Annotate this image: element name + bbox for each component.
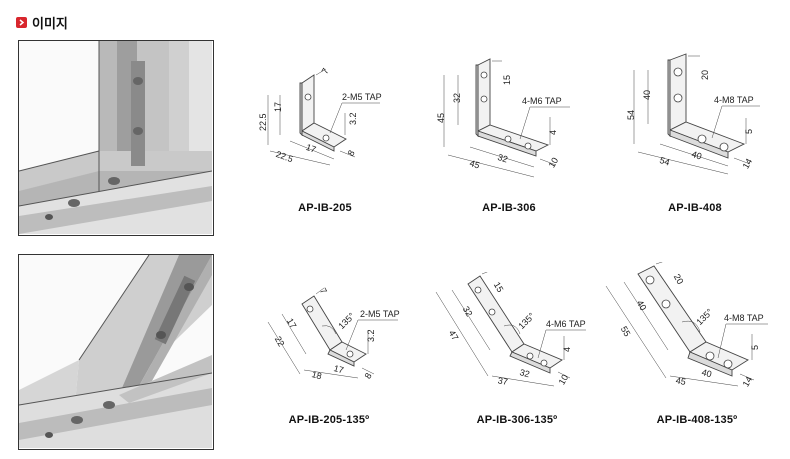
dim-tap: 4-M6 TAP xyxy=(522,96,562,106)
chevron-right-icon xyxy=(16,16,27,28)
dim-left-inner: 17 xyxy=(285,317,299,331)
drawing-ap-ib-205-135: 22 17 7 135° 2-M5 TAP 3.2 18 17 8 xyxy=(267,286,400,381)
dim-width: 14 xyxy=(741,375,755,389)
dim-thick: 5 xyxy=(744,129,754,134)
dim-angle: 135° xyxy=(336,311,357,332)
dim-thick: 3.2 xyxy=(348,112,358,125)
dim-width: 8 xyxy=(363,371,374,380)
dim-top: 7 xyxy=(318,286,329,295)
installation-photo-90 xyxy=(18,40,214,236)
dim-vert-total: 22.5 xyxy=(258,113,268,131)
dim-top: 20 xyxy=(672,272,686,286)
dim-top: 15 xyxy=(502,75,512,85)
dim-tap: 4-M8 TAP xyxy=(724,313,764,323)
dim-base-total: 18 xyxy=(311,369,323,381)
dim-left-long: 47 xyxy=(447,329,461,343)
dim-tap: 2-M5 TAP xyxy=(360,309,400,319)
dim-tap: 4-M6 TAP xyxy=(546,319,586,329)
dim-left-inner: 40 xyxy=(635,299,649,313)
dim-top: 20 xyxy=(700,70,710,80)
section-header: 이미지 xyxy=(16,12,68,32)
drawing-ap-ib-205: 22.5 17 7 2-M5 TAP 3.2 22.5 17 8 xyxy=(258,66,382,166)
dim-vert-inner: 40 xyxy=(642,90,652,100)
dim-angle: 135° xyxy=(516,311,537,332)
dim-thick: 3.2 xyxy=(366,329,376,342)
dim-width: 10 xyxy=(557,373,571,387)
dim-base-inner: 17 xyxy=(333,363,345,375)
dim-thick: 4 xyxy=(548,130,558,135)
part-name: AP-IB-408 xyxy=(668,202,722,214)
dim-vert-total: 54 xyxy=(626,110,636,120)
dim-width: 8 xyxy=(346,148,357,157)
installation-photo-135 xyxy=(18,254,214,450)
dim-thick: 5 xyxy=(750,345,760,350)
part-name: AP-IB-205-135º xyxy=(288,414,370,426)
dim-base-total: 45 xyxy=(675,375,687,387)
dim-base-inner: 32 xyxy=(519,367,531,379)
dim-base-inner: 17 xyxy=(305,142,318,155)
dim-base-inner: 40 xyxy=(690,149,703,162)
dim-base-total: 45 xyxy=(468,158,481,171)
dim-vert-inner: 17 xyxy=(273,102,283,112)
dim-left-long: 22 xyxy=(273,335,287,349)
dim-thick: 4 xyxy=(562,347,572,352)
part-name: AP-IB-408-135º xyxy=(656,414,738,426)
section-title: 이미지 xyxy=(32,15,68,31)
dim-left-long: 55 xyxy=(619,325,633,339)
dim-vert-total: 45 xyxy=(436,113,446,123)
dim-base-inner: 40 xyxy=(701,367,713,379)
dim-base-total: 54 xyxy=(658,155,671,168)
dim-width: 10 xyxy=(547,156,561,170)
dim-base-inner: 32 xyxy=(496,152,509,165)
drawing-ap-ib-306: 45 32 15 4-M6 TAP 4 45 32 10 xyxy=(436,58,570,178)
part-name: AP-IB-306-135º xyxy=(476,414,558,426)
dim-tap: 4-M8 TAP xyxy=(714,95,754,105)
drawing-ap-ib-408: 54 40 20 4-M8 TAP 5 54 40 14 xyxy=(626,53,760,175)
dim-tap: 2-M5 TAP xyxy=(342,92,382,102)
dim-vert-inner: 32 xyxy=(452,93,462,103)
dim-angle: 135° xyxy=(694,307,715,328)
dim-left-inner: 32 xyxy=(461,305,475,319)
part-name: AP-IB-205 xyxy=(298,202,352,214)
dim-base-total: 22.5 xyxy=(275,149,295,164)
dim-width: 14 xyxy=(741,157,755,171)
drawing-ap-ib-306-135: 47 32 15 135° 4-M6 TAP 4 37 32 10 xyxy=(435,272,586,387)
dim-top: 7 xyxy=(320,66,331,75)
dim-top: 15 xyxy=(492,280,506,294)
drawing-ap-ib-408-135: 55 40 20 135° 4-M8 TAP 5 45 40 14 xyxy=(605,262,768,389)
part-name: AP-IB-306 xyxy=(482,202,536,214)
dim-base-total: 37 xyxy=(497,375,509,387)
